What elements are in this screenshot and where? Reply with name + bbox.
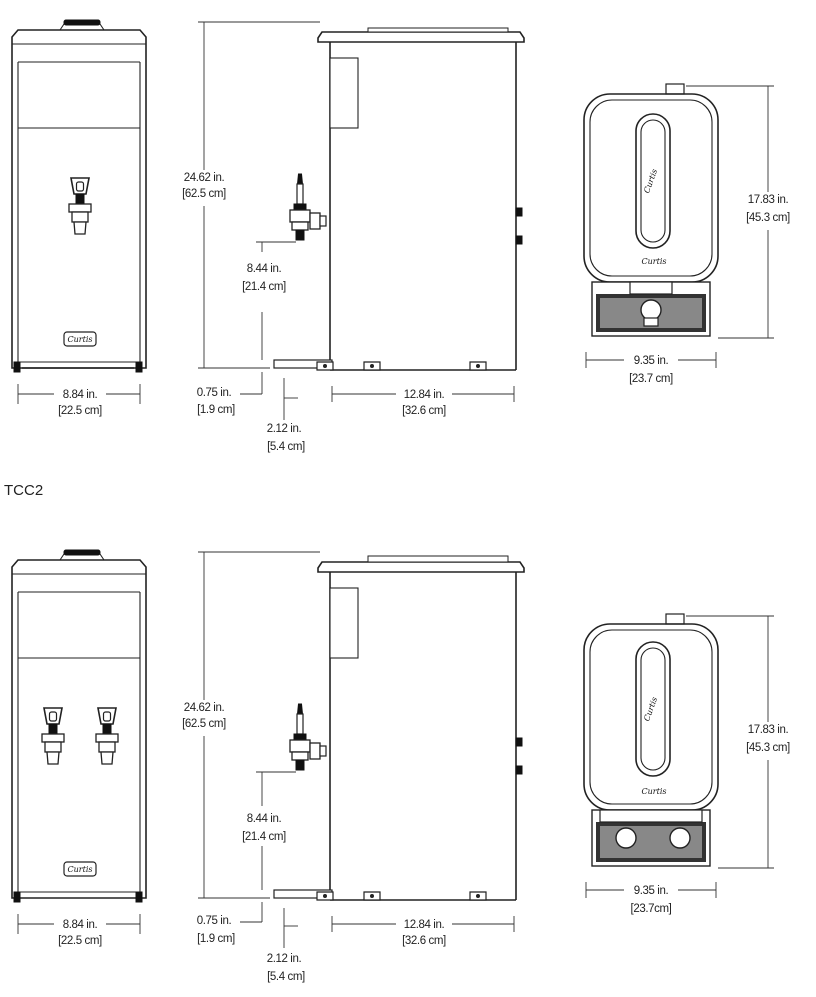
dim-faucet-offset-double: 2.12 in. [5.4 cm] — [267, 908, 305, 983]
faucet-offset-metric-label: [5.4 cm] — [267, 441, 305, 453]
base-height-metric-label: [1.9 cm] — [197, 404, 235, 416]
faucet-offset-label: 2.12 in. — [267, 423, 302, 435]
dim-front-width-single: 8.84 in. [22.5 cm] — [17, 384, 141, 417]
height-label-2: 24.62 in. — [184, 702, 225, 714]
depth-label: 12.84 in. — [404, 389, 445, 401]
dim-faucet-offset-single: 2.12 in. [5.4 cm] — [267, 378, 305, 453]
faucet-height-label: 8.44 in. — [247, 263, 282, 275]
base-height-metric-label-2: [1.9 cm] — [197, 933, 235, 945]
top-width-label: 9.35 in. — [634, 355, 669, 367]
dim-depth-single: 12.84 in. [32.6 cm] — [331, 386, 515, 417]
top-depth-label-2: 17.83 in. — [748, 724, 789, 736]
top-view-single: Curtis Curtis — [583, 83, 719, 337]
faucet-height-metric-label: [21.4 cm] — [242, 281, 286, 293]
dim-faucet-height-single: 8.44 in. [21.4 cm] — [242, 241, 296, 360]
section-title: TCC2 — [4, 482, 43, 499]
brand-badge-text: Curtis — [68, 335, 93, 344]
faucet-offset-metric-label-2: [5.4 cm] — [267, 971, 305, 983]
side-view-single — [273, 27, 525, 371]
dim-top-depth-single: 17.83 in. [45.3 cm] — [686, 85, 790, 339]
depth-label-2: 12.84 in. — [404, 919, 445, 931]
top-depth-metric-label-2: [45.3 cm] — [746, 742, 790, 754]
dim-top-width-double: 9.35 in. [23.7cm] — [585, 882, 717, 915]
base-height-label-2: 0.75 in. — [197, 915, 232, 927]
top-depth-metric-label: [45.3 cm] — [746, 212, 790, 224]
dim-depth-double: 12.84 in. [32.6 cm] — [331, 916, 515, 947]
dim-height-double: 24.62 in. [62.5 cm] — [182, 551, 320, 899]
height-metric-label-2: [62.5 cm] — [182, 718, 226, 730]
top-brand-text-3: Curtis — [642, 696, 659, 723]
dim-height-single: 24.62 in. [62.5 cm] — [182, 21, 320, 369]
faucet-height-metric-label-2: [21.4 cm] — [242, 831, 286, 843]
top-width-label-2: 9.35 in. — [634, 885, 669, 897]
depth-metric-label-2: [32.6 cm] — [402, 935, 446, 947]
width-metric-label: [22.5 cm] — [58, 405, 102, 417]
top-brand-text-2: Curtis — [642, 257, 667, 266]
brand-badge-text-2: Curtis — [68, 865, 93, 874]
dim-top-width-single: 9.35 in. [23.7 cm] — [585, 352, 717, 385]
faucet-offset-label-2: 2.12 in. — [267, 953, 302, 965]
front-view-double: Curtis — [11, 549, 147, 903]
top-view-double: Curtis Curtis — [583, 613, 719, 867]
front-view-single: Curtis — [11, 19, 147, 373]
side-view-double — [273, 555, 525, 901]
height-label: 24.62 in. — [184, 172, 225, 184]
top-width-metric-label: [23.7 cm] — [629, 373, 673, 385]
top-depth-label: 17.83 in. — [748, 194, 789, 206]
dim-base-height-double: 0.75 in. [1.9 cm] — [197, 902, 263, 945]
top-brand-text-4: Curtis — [642, 787, 667, 796]
height-metric-label: [62.5 cm] — [182, 188, 226, 200]
faucet-height-label-2: 8.44 in. — [247, 813, 282, 825]
top-brand-text: Curtis — [642, 168, 659, 195]
depth-metric-label: [32.6 cm] — [402, 405, 446, 417]
width-label: 8.84 in. — [63, 389, 98, 401]
dim-base-height-single: 0.75 in. [1.9 cm] — [197, 372, 263, 416]
dim-top-depth-double: 17.83 in. [45.3 cm] — [686, 615, 790, 869]
dim-front-width-double: 8.84 in. [22.5 cm] — [17, 914, 141, 947]
top-width-metric-label-2: [23.7cm] — [631, 903, 672, 915]
base-height-label: 0.75 in. — [197, 387, 232, 399]
width-label-2: 8.84 in. — [63, 919, 98, 931]
width-metric-label-2: [22.5 cm] — [58, 935, 102, 947]
dim-faucet-height-double: 8.44 in. [21.4 cm] — [242, 771, 296, 890]
